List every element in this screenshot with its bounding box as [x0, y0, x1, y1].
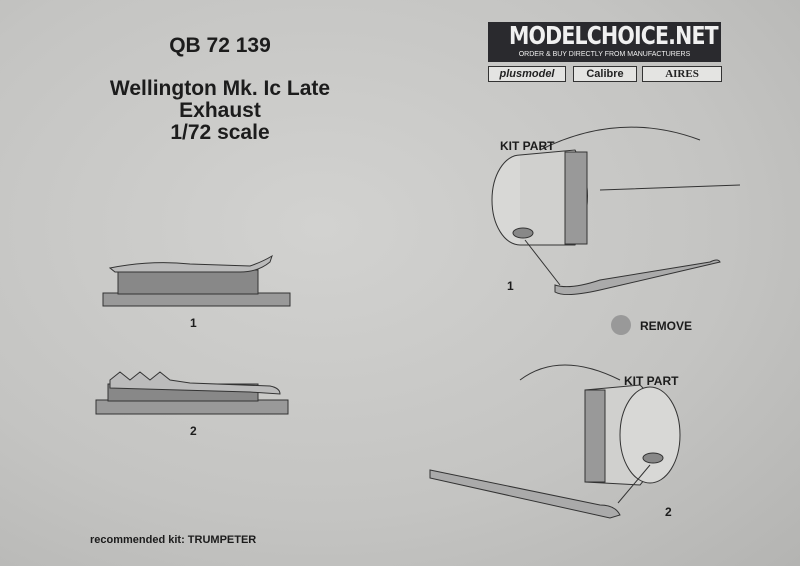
part-1-label: 1 [190, 316, 197, 330]
part-1-drawing [102, 254, 291, 307]
part-2-label: 2 [190, 424, 197, 438]
step-2-label: 2 [665, 505, 672, 519]
title-line: Wellington Mk. Ic Late [109, 77, 331, 100]
brand-aires: AIRES [642, 66, 722, 82]
part-2-drawing [95, 371, 289, 415]
kit-part-label-2: KIT PART [624, 374, 679, 388]
brand-calibre: Calibre [573, 66, 637, 82]
kit-part-label: KIT PART [500, 139, 555, 153]
title-line: 1/72 scale [170, 121, 270, 144]
brand-plusmodel: plusmodel [488, 66, 566, 82]
recommended-kit: recommended kit: TRUMPETER [90, 534, 257, 546]
logo-tagline: ORDER & BUY DIRECTLY FROM MANUFACTURERS [518, 51, 691, 58]
product-code: QB 72 139 [169, 34, 271, 57]
remove-label: REMOVE [640, 319, 693, 333]
step-1-diagram [491, 126, 741, 296]
modelchoice-logo: MODELCHOICE.NET ORDER & BUY DIRECTLY FRO… [488, 22, 721, 62]
step-1-label: 1 [507, 279, 514, 293]
title-line: Exhaust [179, 99, 261, 122]
remove-marker [611, 315, 631, 335]
product-title: Wellington Mk. Ic Late Exhaust 1/72 scal… [40, 78, 400, 144]
step-2-diagram [429, 364, 681, 519]
logo-name: MODELCHOICE.NET [508, 21, 719, 50]
